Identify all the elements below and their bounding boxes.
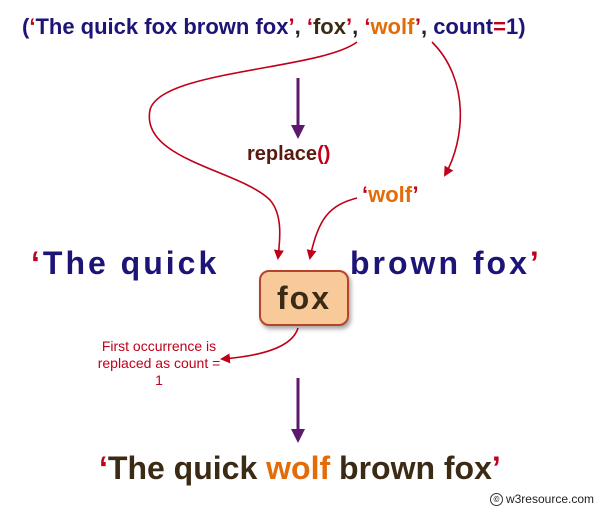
quote: ‘ [362,182,369,207]
original-string-left: ‘The quick [31,245,219,282]
new-argument: wolf [370,14,415,39]
comma: , [294,14,307,39]
comma: , [352,14,365,39]
quote: ‘ [31,245,43,281]
quote: ’ [412,182,419,207]
replacement-label: ‘wolf’ [362,182,419,208]
open-paren: ( [22,14,30,39]
comma: , [420,14,434,39]
arrow-fox-to-box [148,41,358,260]
result-replaced-word: wolf [266,450,331,486]
site-credit: © w3resource.com [489,492,594,506]
quote: ’ [529,245,542,281]
method-name-text: replace [247,143,318,165]
method-name: replace() [247,143,330,166]
quote: ’ [345,14,353,39]
quote: ’ [491,450,501,486]
method-parens: () [317,143,331,165]
quote: ’ [288,14,295,39]
quote: ‘ [306,14,313,39]
original-before-text: The quick [42,245,220,281]
arrow-box-to-note [220,327,299,364]
quote: ’ [414,14,421,39]
copyright-icon: © [489,492,503,506]
occurrence-note: First occurrence is replaced as count = … [97,338,221,388]
function-call-signature: (‘The quick fox brown fox’, ‘fox’, ‘wolf… [22,14,526,40]
result-before-text: The quick [107,450,267,486]
close-paren: ) [518,14,526,39]
original-after-text: brown fox [350,245,530,281]
credit-text: w3resource.com [505,492,594,506]
string-argument: The quick fox brown fox [35,14,289,39]
count-keyword: count [433,14,494,39]
original-string-right: brown fox’ [350,245,542,282]
matched-word-box: fox [259,270,349,326]
replacement-word: wolf [368,182,413,207]
arrow-label-to-box [306,197,358,260]
arrow-wolf-to-label [431,41,462,177]
old-argument: fox [312,14,346,39]
quote: ‘ [99,450,108,486]
count-argument: 1 [505,14,519,39]
equals-sign: = [493,14,506,39]
quote: ‘ [364,14,371,39]
result-after-text: brown fox [330,450,492,486]
result-string: ‘The quick wolf brown fox’ [99,450,501,487]
quote: ‘ [29,14,36,39]
